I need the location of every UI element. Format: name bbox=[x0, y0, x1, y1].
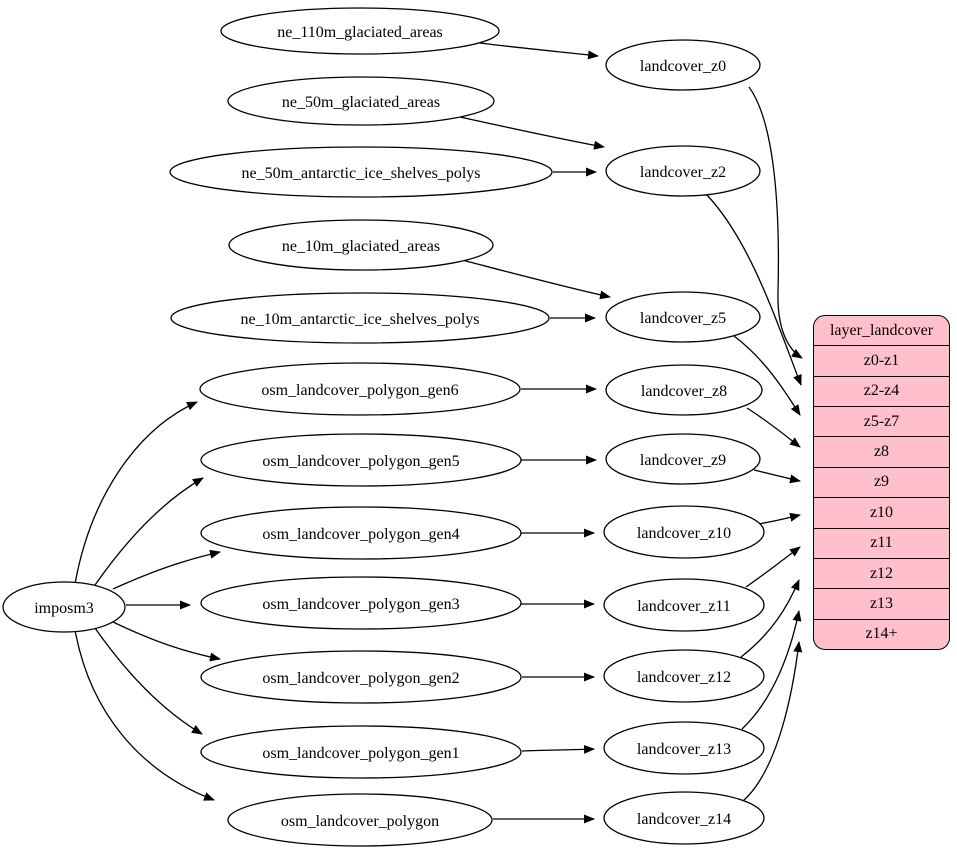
edge-landcover_z0-to-row-z0-z1 bbox=[748, 86, 803, 359]
edge-landcover_z11-to-row-z11 bbox=[745, 546, 801, 588]
edge-landcover_z8-to-row-z8 bbox=[746, 407, 801, 448]
record-row-z11: z11 bbox=[814, 527, 949, 558]
edge-landcover_z14-to-row-z14plus bbox=[742, 641, 803, 802]
edge-landcover_z9-to-row-z9 bbox=[753, 469, 801, 484]
node-label: landcover_z2 bbox=[640, 164, 726, 181]
record-row-z2-z4: z2-z4 bbox=[814, 375, 949, 406]
node-label: ne_10m_antarctic_ice_shelves_polys bbox=[240, 311, 479, 328]
node-label: osm_landcover_polygon_gen2 bbox=[262, 670, 459, 687]
node-label: imposm3 bbox=[34, 600, 94, 617]
edge-ne_110m_glaciated_areas-to-landcover_z0 bbox=[479, 42, 599, 60]
node-ne_10m_antarctic_ice_shelves_polys: ne_10m_antarctic_ice_shelves_polys bbox=[170, 292, 550, 344]
edges-imposm3 bbox=[74, 401, 221, 801]
node-osm_landcover_polygon_gen3: osm_landcover_polygon_gen3 bbox=[200, 576, 522, 630]
node-ne_10m_glaciated_areas: ne_10m_glaciated_areas bbox=[228, 219, 494, 271]
node-ne_50m_antarctic_ice_shelves_polys: ne_50m_antarctic_ice_shelves_polys bbox=[169, 146, 553, 198]
node-label: osm_landcover_polygon_gen3 bbox=[262, 596, 459, 613]
node-landcover_z12: landcover_z12 bbox=[603, 649, 765, 703]
node-landcover_z10: landcover_z10 bbox=[603, 505, 765, 559]
node-landcover_z11: landcover_z11 bbox=[603, 578, 765, 632]
record-row-z5-z7: z5-z7 bbox=[814, 406, 949, 436]
node-label: osm_landcover_polygon bbox=[281, 813, 439, 830]
edge-imposm3-to-osm_landcover_polygon_gen6 bbox=[74, 401, 198, 585]
edge-landcover_z5-to-row-z5-z7 bbox=[733, 335, 801, 416]
node-label: landcover_z5 bbox=[640, 310, 726, 327]
record-node-layer_landcover: layer_landcover z0-z1 z2-z4 z5-z7 z8 z9 … bbox=[813, 315, 950, 650]
edge-landcover_z2-to-row-z2-z4 bbox=[705, 193, 802, 386]
edge-landcover_z12-to-row-z12 bbox=[740, 579, 800, 658]
node-landcover_z5: landcover_z5 bbox=[605, 291, 761, 343]
edge-imposm3-to-osm_landcover_polygon_gen1 bbox=[94, 627, 203, 735]
node-label: ne_50m_antarctic_ice_shelves_polys bbox=[241, 165, 480, 182]
node-landcover_z9: landcover_z9 bbox=[605, 433, 761, 485]
record-row-z9: z9 bbox=[814, 466, 949, 497]
node-label: osm_landcover_polygon_gen1 bbox=[262, 745, 459, 762]
node-landcover_z0: landcover_z0 bbox=[605, 39, 761, 91]
node-label: osm_landcover_polygon_gen5 bbox=[262, 453, 459, 470]
node-label: landcover_z11 bbox=[637, 598, 731, 615]
node-label: landcover_z9 bbox=[640, 452, 726, 469]
edge-osm_landcover_polygon_gen1-to-landcover_z13 bbox=[521, 744, 595, 754]
edge-landcover_z10-to-row-z10 bbox=[757, 512, 801, 525]
node-osm_landcover_polygon: osm_landcover_polygon bbox=[227, 793, 493, 847]
record-row-z0-z1: z0-z1 bbox=[814, 345, 949, 375]
node-label: osm_landcover_polygon_gen6 bbox=[261, 382, 458, 399]
edges-sources bbox=[459, 42, 611, 824]
edge-imposm3-to-osm_landcover_polygon_gen5 bbox=[94, 477, 204, 586]
node-label: landcover_z12 bbox=[637, 669, 731, 686]
node-osm_landcover_polygon_gen4: osm_landcover_polygon_gen4 bbox=[200, 506, 522, 560]
node-osm_landcover_polygon_gen5: osm_landcover_polygon_gen5 bbox=[200, 433, 522, 487]
edge-ne_10m_glaciated_areas-to-landcover_z5 bbox=[461, 259, 611, 300]
edge-ne_50m_glaciated_areas-to-landcover_z2 bbox=[459, 116, 605, 150]
node-label: landcover_z0 bbox=[640, 58, 726, 75]
record-row-z14plus: z14+ bbox=[814, 618, 949, 649]
node-landcover_z2: landcover_z2 bbox=[605, 145, 761, 197]
node-label: ne_110m_glaciated_areas bbox=[277, 24, 443, 41]
node-landcover_z14: landcover_z14 bbox=[603, 791, 765, 845]
node-label: landcover_z8 bbox=[641, 383, 727, 400]
node-imposm3: imposm3 bbox=[2, 581, 126, 633]
edge-landcover_z13-to-row-z13 bbox=[741, 610, 802, 730]
node-label: osm_landcover_polygon_gen4 bbox=[262, 526, 459, 543]
record-row-z12: z12 bbox=[814, 557, 949, 588]
node-label: landcover_z13 bbox=[637, 741, 731, 758]
record-row-z13: z13 bbox=[814, 588, 949, 618]
node-label: landcover_z14 bbox=[637, 811, 731, 828]
node-ne_110m_glaciated_areas: ne_110m_glaciated_areas bbox=[220, 7, 500, 55]
edge-imposm3-to-osm_landcover_polygon_gen4 bbox=[112, 549, 221, 590]
node-osm_landcover_polygon_gen6: osm_landcover_polygon_gen6 bbox=[199, 362, 521, 416]
graph-nodes: imposm3 ne_110m_glaciated_areas ne_50m_g… bbox=[2, 7, 765, 847]
node-label: ne_10m_glaciated_areas bbox=[282, 238, 440, 255]
node-landcover_z8: landcover_z8 bbox=[605, 364, 763, 416]
edge-imposm3-to-osm_landcover_polygon bbox=[74, 629, 215, 801]
node-landcover_z13: landcover_z13 bbox=[603, 721, 765, 775]
edges-to-record bbox=[705, 86, 803, 802]
record-row-z8: z8 bbox=[814, 436, 949, 466]
node-label: ne_50m_glaciated_areas bbox=[282, 94, 440, 111]
edge-imposm3-to-osm_landcover_polygon_gen2 bbox=[112, 621, 221, 662]
record-title: layer_landcover bbox=[829, 321, 934, 339]
node-label: landcover_z10 bbox=[637, 525, 731, 542]
node-osm_landcover_polygon_gen1: osm_landcover_polygon_gen1 bbox=[200, 725, 522, 779]
record-row-z10: z10 bbox=[814, 497, 949, 527]
node-ne_50m_glaciated_areas: ne_50m_glaciated_areas bbox=[227, 76, 495, 126]
node-osm_landcover_polygon_gen2: osm_landcover_polygon_gen2 bbox=[200, 650, 522, 704]
